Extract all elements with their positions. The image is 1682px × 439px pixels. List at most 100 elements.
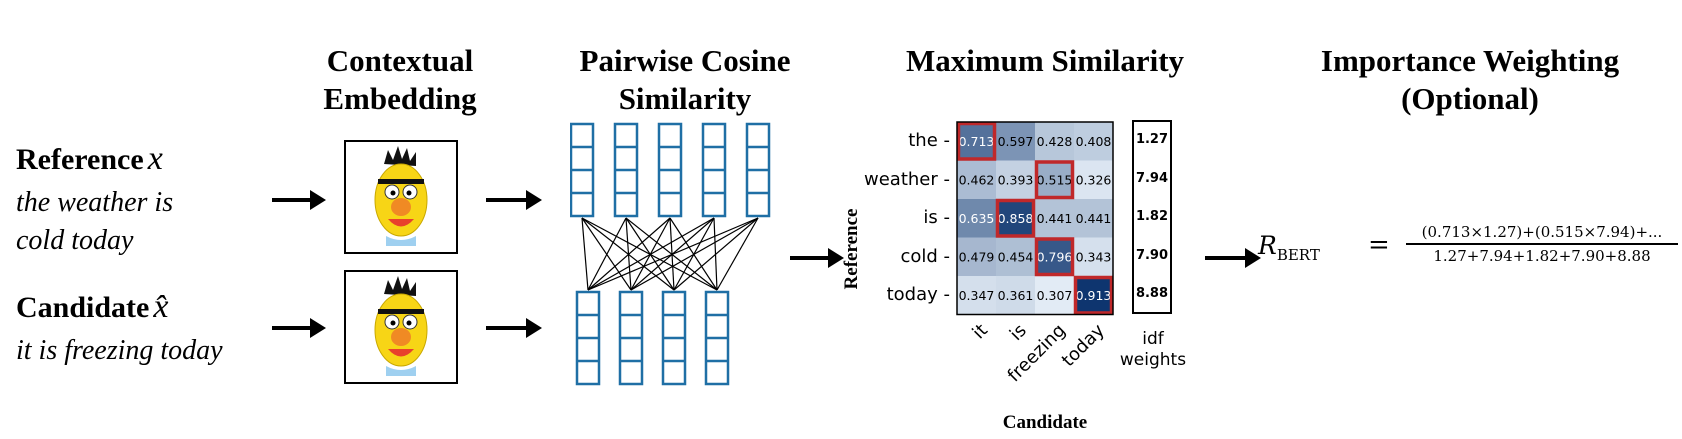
- heatmap-cell-value: 0.479: [959, 249, 995, 264]
- heatmap-cell-value: 0.393: [998, 172, 1034, 187]
- idf-value: 8.88: [1135, 286, 1169, 302]
- heatmap-cell: [1074, 276, 1113, 315]
- reference-title: Reference x: [16, 140, 256, 184]
- max-similarity-highlight: [1034, 237, 1075, 277]
- heatmap-cell-value: 0.597: [998, 134, 1034, 149]
- heading-line: Contextual: [326, 43, 474, 78]
- heatmap-cell-value: 0.454: [998, 249, 1034, 264]
- heatmap-cell-value: 0.307: [1037, 288, 1073, 303]
- idf-weights-column: [1132, 120, 1172, 314]
- idf-value: 7.90: [1135, 247, 1169, 263]
- heading-contextual-embedding: Contextual Embedding: [290, 42, 510, 118]
- arrow-embedding-to-pairwise-top: [486, 190, 542, 210]
- bert-face-icon: [374, 146, 428, 246]
- max-similarity-highlight: [956, 121, 997, 161]
- heading-line: (Optional): [1401, 81, 1539, 116]
- arrow-maxsim-to-importance: [1205, 248, 1261, 268]
- candidate-title: Candidate x̂: [16, 288, 276, 332]
- heatmap-cell: [1035, 237, 1074, 276]
- pairwise-embedding-graph: [570, 122, 771, 386]
- heading-line: Maximum Similarity: [905, 43, 1185, 78]
- heading-line: Pairwise Cosine: [579, 43, 791, 78]
- arrow-embedding-to-pairwise-bottom: [486, 318, 542, 338]
- bertscore-formula: RBERT = (0.713×1.27)+(0.515×7.94)+... 1.…: [1258, 223, 1678, 288]
- heatmap-cell-value: 0.361: [998, 288, 1034, 303]
- heatmap-cell: [996, 199, 1035, 238]
- idf-label-line: weights: [1119, 350, 1187, 370]
- formula-fraction: (0.713×1.27)+(0.515×7.94)+... 1.27+7.94+…: [1406, 222, 1678, 266]
- reference-block: Reference x the weather is cold today: [16, 140, 256, 260]
- idf-label-line: idf: [1142, 329, 1164, 349]
- heatmap-cell: [1035, 160, 1074, 199]
- connection-lines: [581, 217, 759, 291]
- heatmap-cell-value: 0.796: [1037, 249, 1073, 264]
- reference-text-line: cold today: [16, 225, 134, 256]
- formula-denominator: 1.27+7.94+1.82+7.90+8.88: [1433, 246, 1651, 265]
- heatmap-cell-value: 0.635: [959, 211, 995, 226]
- candidate-embedding-vectors: [575, 290, 730, 386]
- heatmap-cell-value: 0.858: [998, 211, 1034, 226]
- heatmap-cell: [1035, 276, 1074, 315]
- row-label: today -: [886, 284, 950, 306]
- heatmap-cell: [996, 160, 1035, 199]
- reference-text-line: the weather is: [16, 187, 174, 218]
- max-similarity-highlight: [995, 198, 1036, 238]
- idf-label: idf weights: [1118, 329, 1188, 371]
- formula-equals: =: [1368, 230, 1390, 260]
- heatmap-cell: [1074, 122, 1113, 161]
- row-label: cold -: [900, 245, 950, 267]
- heatmap-cell-value: 0.713: [959, 134, 995, 149]
- heatmap-cell-value: 0.408: [1076, 134, 1112, 149]
- idf-value: 1.82: [1135, 209, 1169, 225]
- heading-importance-weighting: Importance Weighting (Optional): [1290, 42, 1650, 118]
- heatmap-cell-value: 0.913: [1076, 288, 1112, 303]
- heatmap-cell: [996, 276, 1035, 315]
- embedding-box-candidate: [344, 270, 458, 384]
- heatmap-cell: [1074, 160, 1113, 199]
- heatmap-frame: [956, 121, 1114, 316]
- heading-line: Embedding: [323, 81, 477, 116]
- heatmap-cell: [1035, 122, 1074, 161]
- candidate-block: Candidate x̂ it is freezing today: [16, 288, 276, 370]
- heatmap-cell: [957, 237, 996, 276]
- idf-value: 1.27: [1135, 132, 1169, 148]
- heatmap-cell-value: 0.326: [1076, 172, 1112, 187]
- similarity-heatmap-panel: Reference the -weather -is -cold -today …: [830, 120, 1200, 439]
- formula-lhs-subscript: BERT: [1276, 246, 1320, 264]
- heading-line: Importance Weighting: [1320, 43, 1620, 78]
- bert-face-icon: [374, 276, 428, 376]
- row-label: weather -: [864, 168, 950, 190]
- heatmap-cell: [1074, 199, 1113, 238]
- idf-value: 7.94: [1135, 170, 1169, 186]
- heatmap-cell: [957, 122, 996, 161]
- heading-maximum-similarity: Maximum Similarity: [880, 42, 1210, 80]
- heading-line: Similarity: [618, 81, 752, 116]
- heatmap-cell-value: 0.462: [959, 172, 995, 187]
- row-label: the -: [908, 130, 950, 152]
- heatmap-cell: [957, 160, 996, 199]
- heatmap-cell-value: 0.441: [1037, 211, 1073, 226]
- heatmap-cell: [1035, 199, 1074, 238]
- heatmap-cell-value: 0.343: [1076, 249, 1112, 264]
- formula-lhs-symbol: R: [1258, 231, 1277, 260]
- formula-lhs: RBERT: [1258, 231, 1320, 264]
- heatmap-cell: [996, 237, 1035, 276]
- candidate-label: Candidate: [16, 291, 150, 324]
- fraction-bar: [1406, 243, 1678, 245]
- arrow-candidate-to-embedding: [272, 318, 326, 338]
- heatmap-cell-value: 0.515: [1037, 172, 1073, 187]
- heading-pairwise-cosine: Pairwise Cosine Similarity: [540, 42, 830, 118]
- heatmap-cell-value: 0.428: [1037, 134, 1073, 149]
- row-label: is -: [923, 207, 950, 229]
- arrow-pairwise-to-maxsim: [790, 248, 844, 268]
- heatmap-cell-value: 0.441: [1076, 211, 1112, 226]
- candidate-text-line: it is freezing today: [16, 335, 223, 366]
- heatmap-cell: [957, 276, 996, 315]
- candidate-symbol: x̂: [153, 288, 169, 325]
- reference-symbol: x: [147, 140, 163, 177]
- heatmap-cell: [996, 122, 1035, 161]
- arrow-reference-to-embedding: [272, 190, 326, 210]
- x-axis-label: Candidate: [1002, 412, 1088, 433]
- heatmap-cell-value: 0.347: [959, 288, 995, 303]
